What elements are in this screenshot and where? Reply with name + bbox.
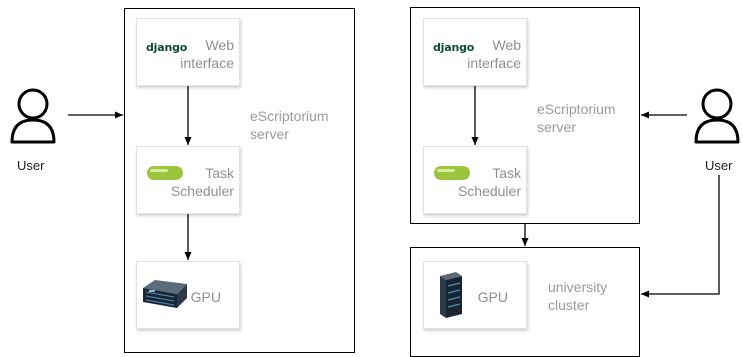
right-task-scheduler-node: Task Scheduler: [423, 146, 527, 214]
connector-layer: [68, 86, 720, 298]
left-server-label: eScriptorium server: [250, 107, 329, 143]
right-django-logo: django: [433, 41, 475, 54]
right-task-label: Task Scheduler: [458, 164, 521, 200]
left-task-label: Task Scheduler: [171, 164, 234, 200]
right-task-label-line1: Task: [492, 165, 521, 181]
left-task-scheduler-node: Task Scheduler: [136, 146, 240, 214]
left-gpu-label-line1: GPU: [190, 289, 221, 305]
right-gpu-node: GPU: [423, 261, 527, 329]
right-server-label-line1: eScriptorium: [537, 101, 616, 117]
right-user-label: User: [705, 158, 733, 173]
right-cluster-label-line2: cluster: [548, 297, 590, 313]
left-web-interface-node: django Web interface: [136, 18, 240, 86]
left-gpu-label: GPU: [191, 288, 221, 306]
left-server-label-line1: eScriptorium: [250, 108, 329, 124]
right-celery-icon: [434, 166, 470, 185]
left-task-label-line1: Task: [205, 165, 234, 181]
left-user-icon: [8, 86, 58, 146]
left-web-label: Web interface: [180, 36, 234, 72]
right-task-label-line2: Scheduler: [457, 183, 521, 199]
left-celery-icon: [147, 166, 183, 185]
left-web-label-line1: Web: [205, 37, 234, 53]
left-web-label-line2: interface: [180, 55, 234, 71]
right-gpu-label: GPU: [478, 288, 508, 306]
right-cluster-label: university cluster: [548, 278, 607, 314]
right-gpu-label-line1: GPU: [477, 289, 508, 305]
right-user-icon: [692, 86, 742, 146]
right-server-label-line2: server: [537, 119, 576, 135]
right-rack-server-icon: [436, 272, 464, 323]
right-web-label: Web interface: [467, 36, 521, 72]
left-gpu-node: GPU: [136, 261, 240, 329]
left-task-label-line2: Scheduler: [170, 183, 234, 199]
right-web-label-line1: Web: [492, 37, 521, 53]
left-gpu-server-icon: [141, 278, 189, 315]
right-cluster-label-line1: university: [548, 279, 608, 295]
right-user-to-cluster-arrow: [641, 175, 720, 298]
right-server-label: eScriptorium server: [537, 100, 616, 136]
right-web-interface-node: django Web interface: [423, 18, 527, 86]
left-django-logo: django: [146, 41, 188, 54]
left-user-label: User: [17, 158, 45, 173]
left-server-label-line2: server: [250, 126, 289, 142]
right-web-label-line2: interface: [467, 55, 521, 71]
right-server-frame: [410, 7, 640, 224]
